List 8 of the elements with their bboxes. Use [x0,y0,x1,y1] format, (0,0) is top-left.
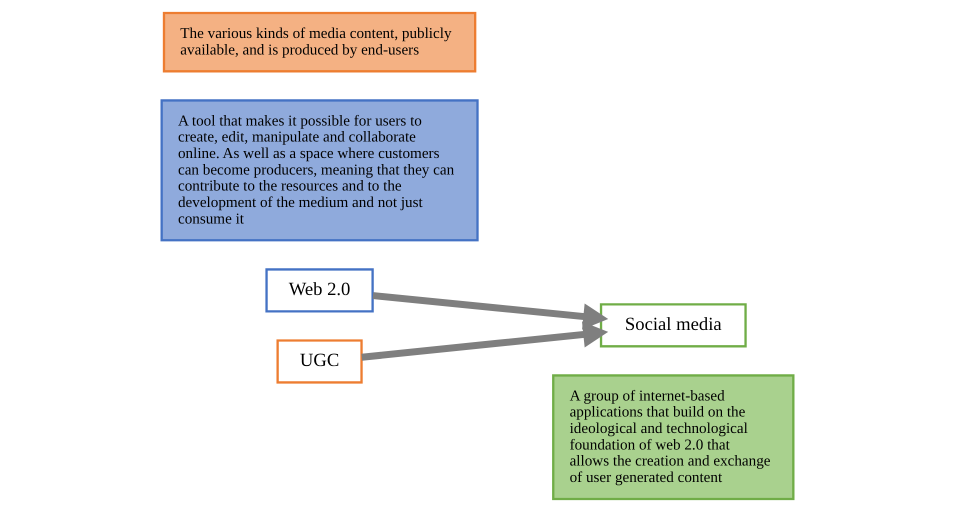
node-box: A group of internet-based applications that build on the ideological and technological foundation of web 2.0 that allows the creation and exchange of user generated content [552,374,794,500]
node-box: A tool that makes it possible for users to create, edit, manipulate and collaborate online. As well as a space where customers can become producers, meaning that they can contribute to the resources and to the development of the medium and not just consume it [160,99,478,242]
node-box: Web 2.0 [264,268,374,313]
arrow [360,321,608,361]
node-box: The various kinds of media content, publicly available, and is produced by end-users [162,12,476,72]
node-box: UGC [276,339,362,384]
node-box: Social media [599,303,746,348]
arrow [372,292,608,330]
